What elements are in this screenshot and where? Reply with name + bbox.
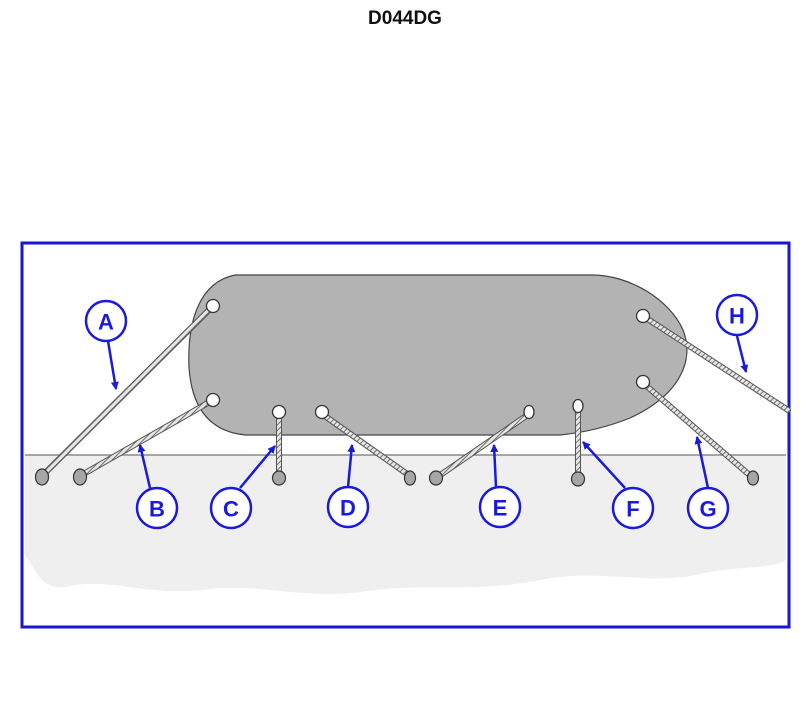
- fairlead-a: [205, 298, 221, 314]
- callout-label-e: E: [493, 496, 508, 521]
- bollard-b: [72, 468, 88, 486]
- callout-arrow-h: [735, 335, 749, 373]
- fairlead-h: [635, 308, 651, 324]
- fairlead-c: [271, 404, 287, 420]
- fairlead-f: [572, 398, 584, 414]
- bollard-g: [746, 470, 760, 486]
- callout-label-c: C: [223, 497, 239, 522]
- line-b-rope: [77, 397, 216, 479]
- callout-label-d: D: [340, 496, 356, 521]
- callout-label-g: G: [699, 497, 716, 522]
- callout-arrow-c: [239, 445, 276, 489]
- line-g-rope: [640, 380, 756, 481]
- fairlead-b: [205, 392, 221, 408]
- pier: [25, 455, 786, 595]
- line-a-rope: [39, 303, 216, 479]
- bollard-a: [34, 468, 50, 486]
- callout-circle-d: [326, 485, 370, 529]
- bollard-e: [428, 470, 444, 486]
- callout-arrow-d: [346, 444, 356, 488]
- callout-arrow-b: [137, 444, 152, 489]
- fairlead-g: [635, 374, 651, 390]
- callout-label-b: B: [149, 497, 165, 522]
- bollard-f: [570, 471, 586, 487]
- callout-label-f: F: [626, 497, 639, 522]
- callout-circle-c: [209, 486, 253, 530]
- callout-label-h: H: [729, 304, 745, 329]
- callout-arrow-a: [106, 340, 119, 390]
- fairlead-e: [523, 404, 535, 420]
- callout-circle-e: [478, 485, 522, 529]
- line-e-rope: [433, 411, 532, 481]
- bollard-d: [403, 470, 417, 486]
- diagram-title: D044DG: [368, 8, 442, 29]
- callout-label-a: A: [98, 310, 114, 335]
- callout-circle-h: [715, 293, 759, 337]
- callout-arrow-f: [582, 441, 626, 489]
- callout-circle-g: [686, 486, 730, 530]
- ship-hull: [188, 274, 688, 436]
- callout-circle-a: [84, 299, 128, 343]
- fairlead-d: [314, 404, 330, 420]
- callout-circle-b: [135, 486, 179, 530]
- bollard-c: [271, 470, 287, 486]
- callout-arrow-g: [694, 436, 710, 489]
- callout-arrow-e: [490, 444, 499, 488]
- line-h-rope: [640, 313, 791, 413]
- line-d-rope: [319, 411, 413, 479]
- callout-circle-f: [611, 486, 655, 530]
